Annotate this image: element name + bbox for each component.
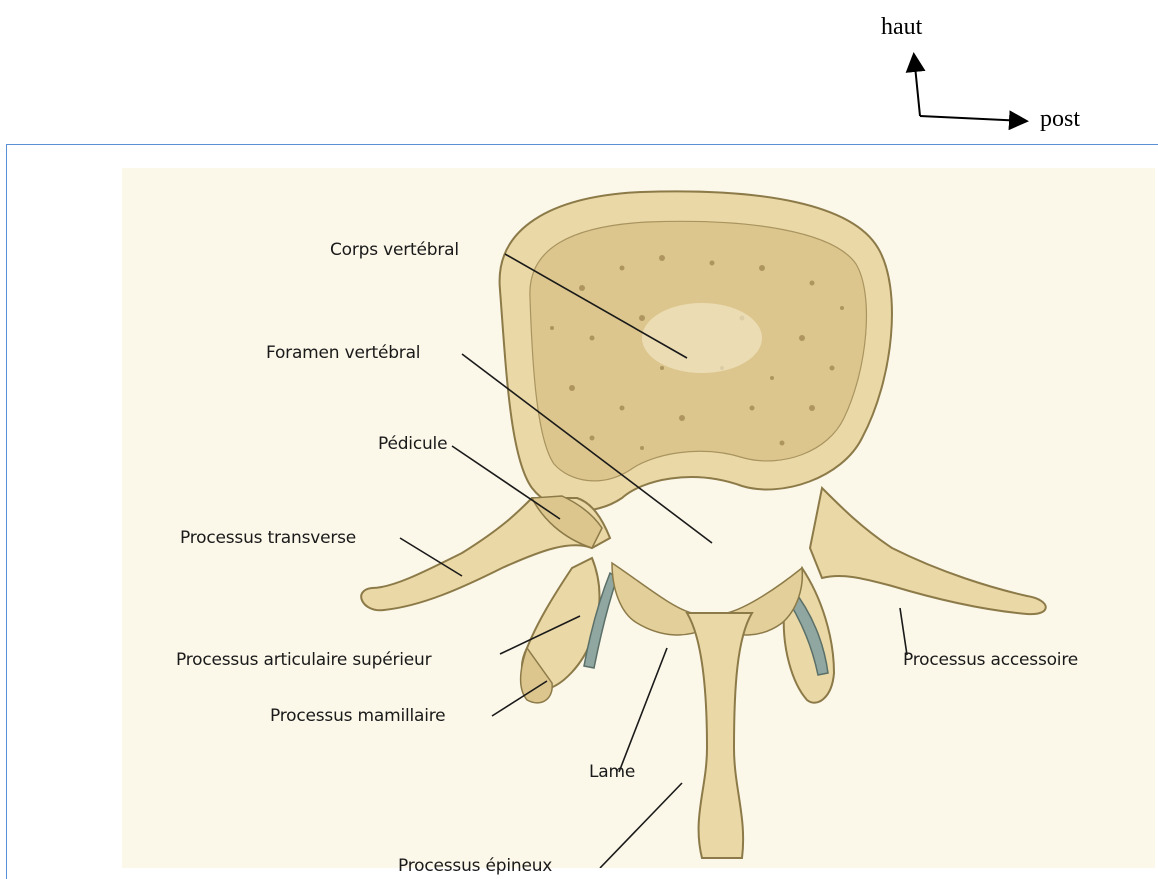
vertebra-figure: Corps vertébral Foramen vertébral Pédicu… <box>122 168 1155 868</box>
vertebra-illustration <box>122 168 1155 868</box>
label-corps-vertebral: Corps vertébral <box>330 240 459 260</box>
spinous-process <box>687 613 752 858</box>
label-processus-mamillaire: Processus mamillaire <box>270 706 445 726</box>
right-transverse-process <box>810 488 1046 614</box>
label-foramen-vertebral: Foramen vertébral <box>266 343 420 363</box>
label-lame: Lame <box>589 762 635 782</box>
label-processus-transverse: Processus transverse <box>180 528 356 548</box>
orientation-arrows <box>0 0 1158 144</box>
label-pedicule: Pédicule <box>378 434 447 454</box>
label-processus-epineux: Processus épineux <box>398 856 552 876</box>
label-processus-articulaire-superieur: Processus articulaire supérieur <box>176 650 431 670</box>
up-arrow <box>914 56 920 116</box>
label-processus-accessoire: Processus accessoire <box>903 650 1078 670</box>
posterior-arrow <box>920 116 1025 121</box>
